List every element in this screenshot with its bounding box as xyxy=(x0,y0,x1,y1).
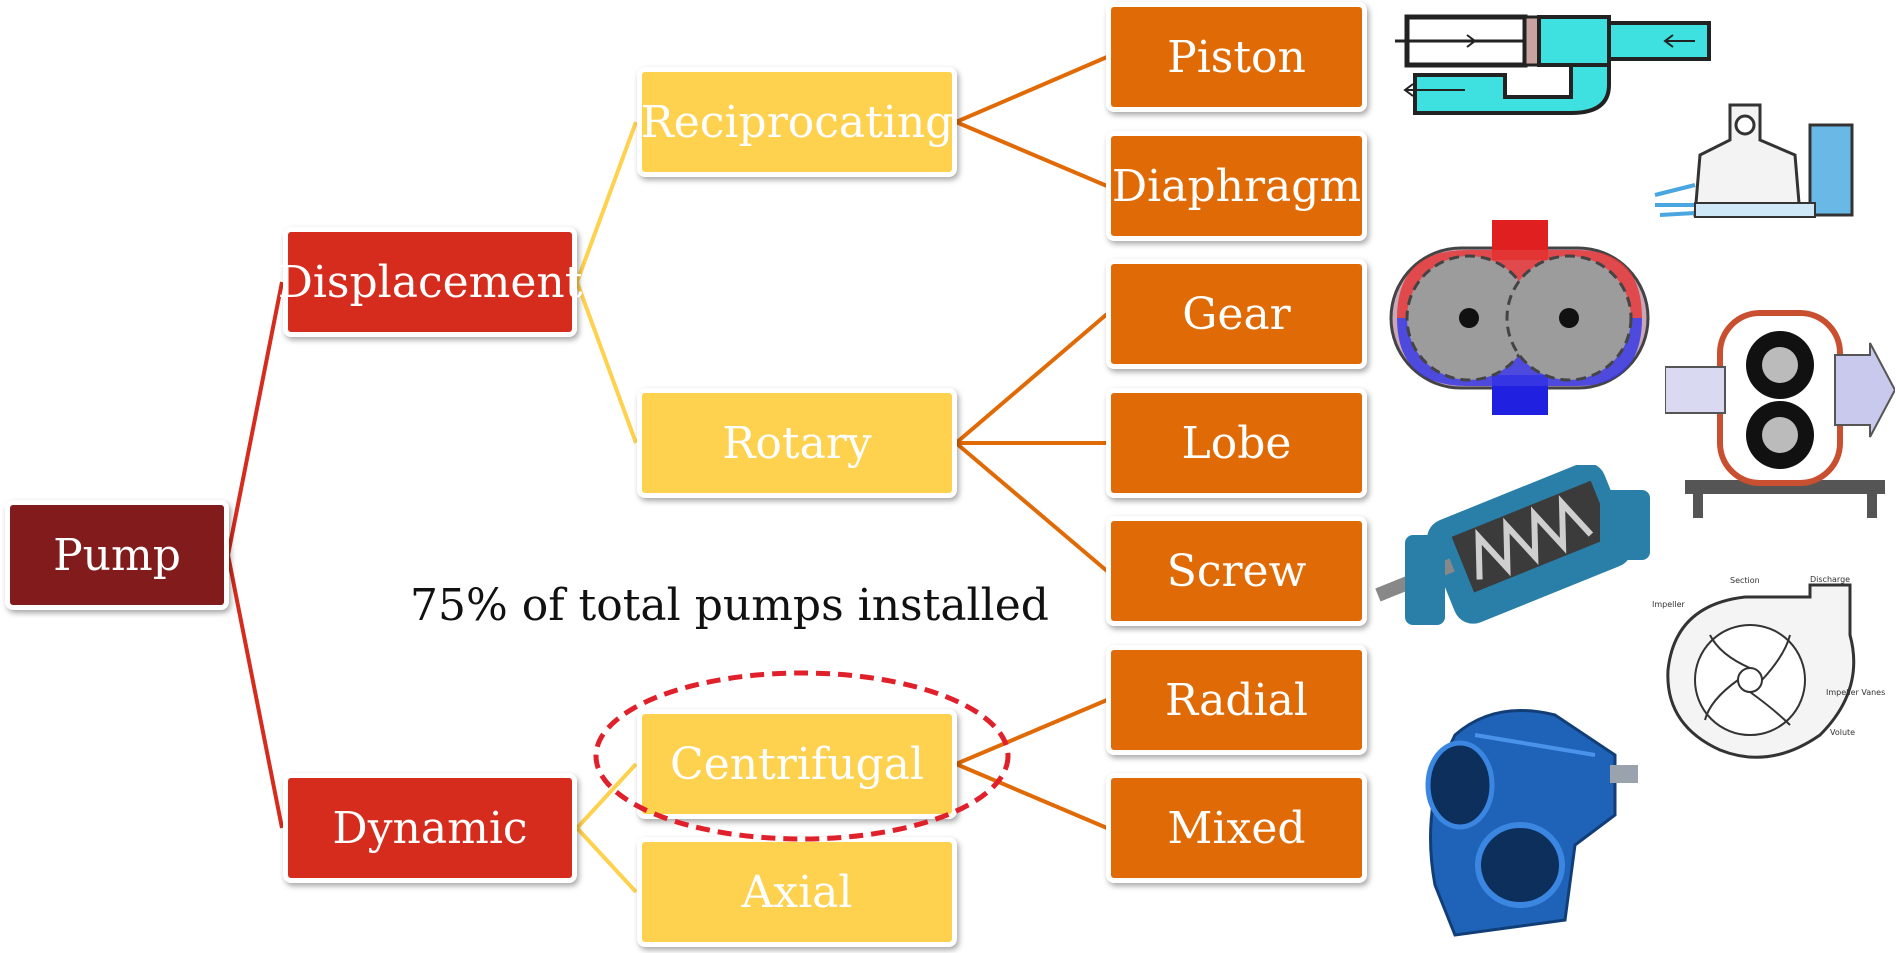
node-axial-label: Axial xyxy=(741,866,853,918)
node-displacement-label: Displacement xyxy=(277,256,583,308)
node-mixed: Mixed xyxy=(1106,773,1367,883)
node-rotary: Rotary xyxy=(637,388,957,498)
node-mixed-label: Mixed xyxy=(1167,802,1306,854)
connector-pump-displacement xyxy=(226,281,284,556)
illus-label-section: Section xyxy=(1730,576,1760,585)
split-case-pump-illustration xyxy=(1425,709,1638,937)
node-lobe-label: Lobe xyxy=(1181,417,1292,469)
connector-dynamic-centrifugal xyxy=(575,762,638,830)
connector-displacement-rotary xyxy=(575,281,638,444)
screw-pump-illustration xyxy=(1375,465,1650,625)
connector-centrifugal-mixed xyxy=(955,762,1108,830)
connector-reciprocating-piston xyxy=(955,55,1108,124)
connector-displacement-reciprocating xyxy=(575,121,638,283)
connector-reciprocating-diaphragm xyxy=(955,120,1108,188)
illus-label-impeller-vanes: Impeller Vanes xyxy=(1826,688,1885,697)
gear-pump-illustration xyxy=(1389,220,1650,415)
node-pump-label: Pump xyxy=(53,529,181,581)
node-gear: Gear xyxy=(1106,259,1367,369)
node-centrifugal: Centrifugal xyxy=(637,709,957,819)
node-reciprocating: Reciprocating xyxy=(637,67,957,177)
node-screw-label: Screw xyxy=(1166,545,1307,597)
node-dynamic-label: Dynamic xyxy=(332,802,528,854)
node-rotary-label: Rotary xyxy=(722,417,872,469)
node-gear-label: Gear xyxy=(1182,288,1291,340)
node-diaphragm: Diaphragm xyxy=(1106,131,1367,241)
diaphragm-pump-illustration xyxy=(1654,103,1854,218)
connector-dynamic-axial xyxy=(575,826,638,894)
centrifugal-highlight-ellipse xyxy=(593,670,1011,842)
piston-pump-illustration xyxy=(1395,14,1711,115)
node-centrifugal-label: Centrifugal xyxy=(670,738,924,790)
node-radial: Radial xyxy=(1106,645,1367,755)
illus-label-impeller: Impeller xyxy=(1652,600,1686,609)
node-diaphragm-label: Diaphragm xyxy=(1111,160,1362,212)
node-dynamic: Dynamic xyxy=(283,773,577,883)
node-reciprocating-label: Reciprocating xyxy=(640,96,954,148)
node-pump: Pump xyxy=(5,500,229,610)
node-piston: Piston xyxy=(1106,2,1367,112)
node-lobe: Lobe xyxy=(1106,388,1367,498)
connector-rotary-gear xyxy=(954,312,1109,445)
node-axial: Axial xyxy=(637,837,957,947)
node-screw: Screw xyxy=(1106,516,1367,626)
connector-pump-dynamic xyxy=(226,554,284,829)
connector-centrifugal-radial xyxy=(955,698,1108,766)
node-displacement: Displacement xyxy=(278,227,582,337)
node-piston-label: Piston xyxy=(1167,31,1306,83)
lobe-pump-illustration xyxy=(1665,310,1895,518)
illus-label-volute: Volute xyxy=(1830,728,1855,737)
node-radial-label: Radial xyxy=(1165,674,1308,726)
connector-rotary-screw xyxy=(954,441,1109,573)
illus-label-discharge: Discharge xyxy=(1810,575,1850,584)
centrifugal-section-illustration: Section Discharge Impeller Impeller Vane… xyxy=(1652,575,1885,759)
centrifugal-share-annotation: 75% of total pumps installed xyxy=(410,580,1049,631)
